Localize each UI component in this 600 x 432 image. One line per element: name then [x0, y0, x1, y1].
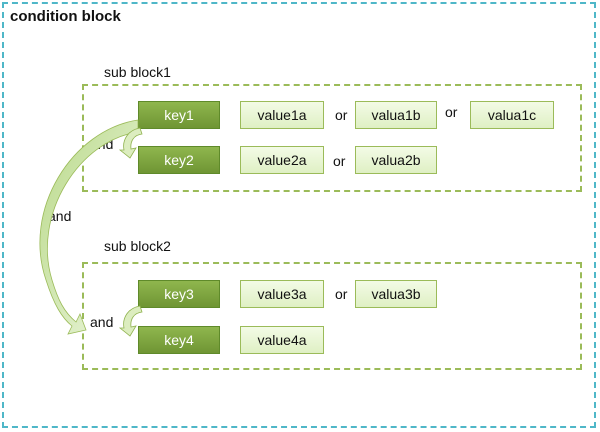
or-label: or	[335, 107, 348, 123]
and-label-between: and	[48, 208, 72, 224]
or-label: or	[335, 286, 348, 302]
value3a-box: value3a	[240, 280, 324, 308]
value1a-box: value1a	[240, 101, 324, 129]
sub-block2-title: sub block2	[104, 238, 171, 254]
small-arrow-2	[118, 305, 143, 337]
valua1c-box: valua1c	[470, 101, 554, 129]
key2-box: key2	[138, 146, 220, 174]
valua3b-box: valua3b	[355, 280, 437, 308]
condition-block-title: condition block	[10, 8, 121, 25]
sub-block1	[82, 84, 582, 192]
or-label: or	[445, 104, 458, 120]
key3-box: key3	[138, 280, 220, 308]
big-curved-arrow	[39, 119, 139, 335]
and-label-2: and	[90, 314, 114, 330]
or-label: or	[333, 153, 346, 169]
sub-block1-title: sub block1	[104, 64, 171, 80]
key4-box: key4	[138, 326, 220, 354]
value4a-box: value4a	[240, 326, 324, 354]
valua1b-box: valua1b	[355, 101, 437, 129]
valua2b-box: valua2b	[355, 146, 437, 174]
value2a-box: value2a	[240, 146, 324, 174]
key1-box: key1	[138, 101, 220, 129]
small-arrow-1	[118, 127, 143, 159]
sub-block2	[82, 262, 582, 370]
condition-block	[2, 2, 596, 428]
